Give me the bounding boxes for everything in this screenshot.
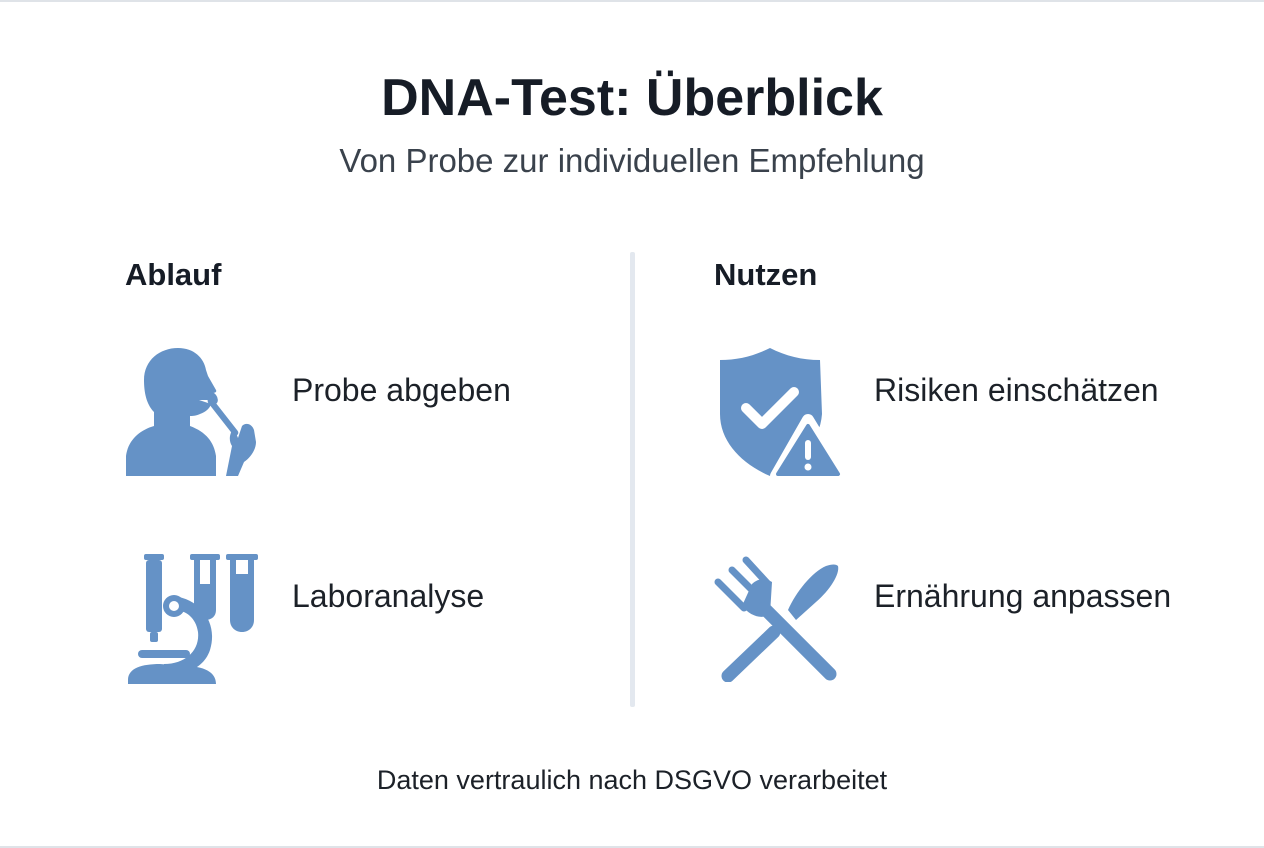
privacy-note: Daten vertraulich nach DSGVO verarbeitet [376,765,888,795]
fork-knife-icon [712,556,846,682]
section-heading-ablauf: Ablauf [125,257,222,292]
item-label-risiken-einschaetzen: Risiken einschätzen [874,372,1159,408]
item-label-ernaehrung-anpassen: Ernährung anpassen [874,578,1172,614]
bottom-border [0,846,1264,848]
page-title: DNA-Test: Überblick [381,69,883,127]
person-swab-icon [122,346,262,480]
shield-check-warning-icon [716,346,844,478]
column-divider [630,252,635,707]
section-heading-nutzen: Nutzen [714,257,818,292]
top-border [0,0,1264,2]
page-subtitle: Von Probe zur individuellen Empfehlung [339,142,925,179]
item-label-probe-abgeben: Probe abgeben [292,372,511,408]
microscope-test-tubes-icon [124,554,260,684]
item-label-laboranalyse: Laboranalyse [292,578,485,614]
